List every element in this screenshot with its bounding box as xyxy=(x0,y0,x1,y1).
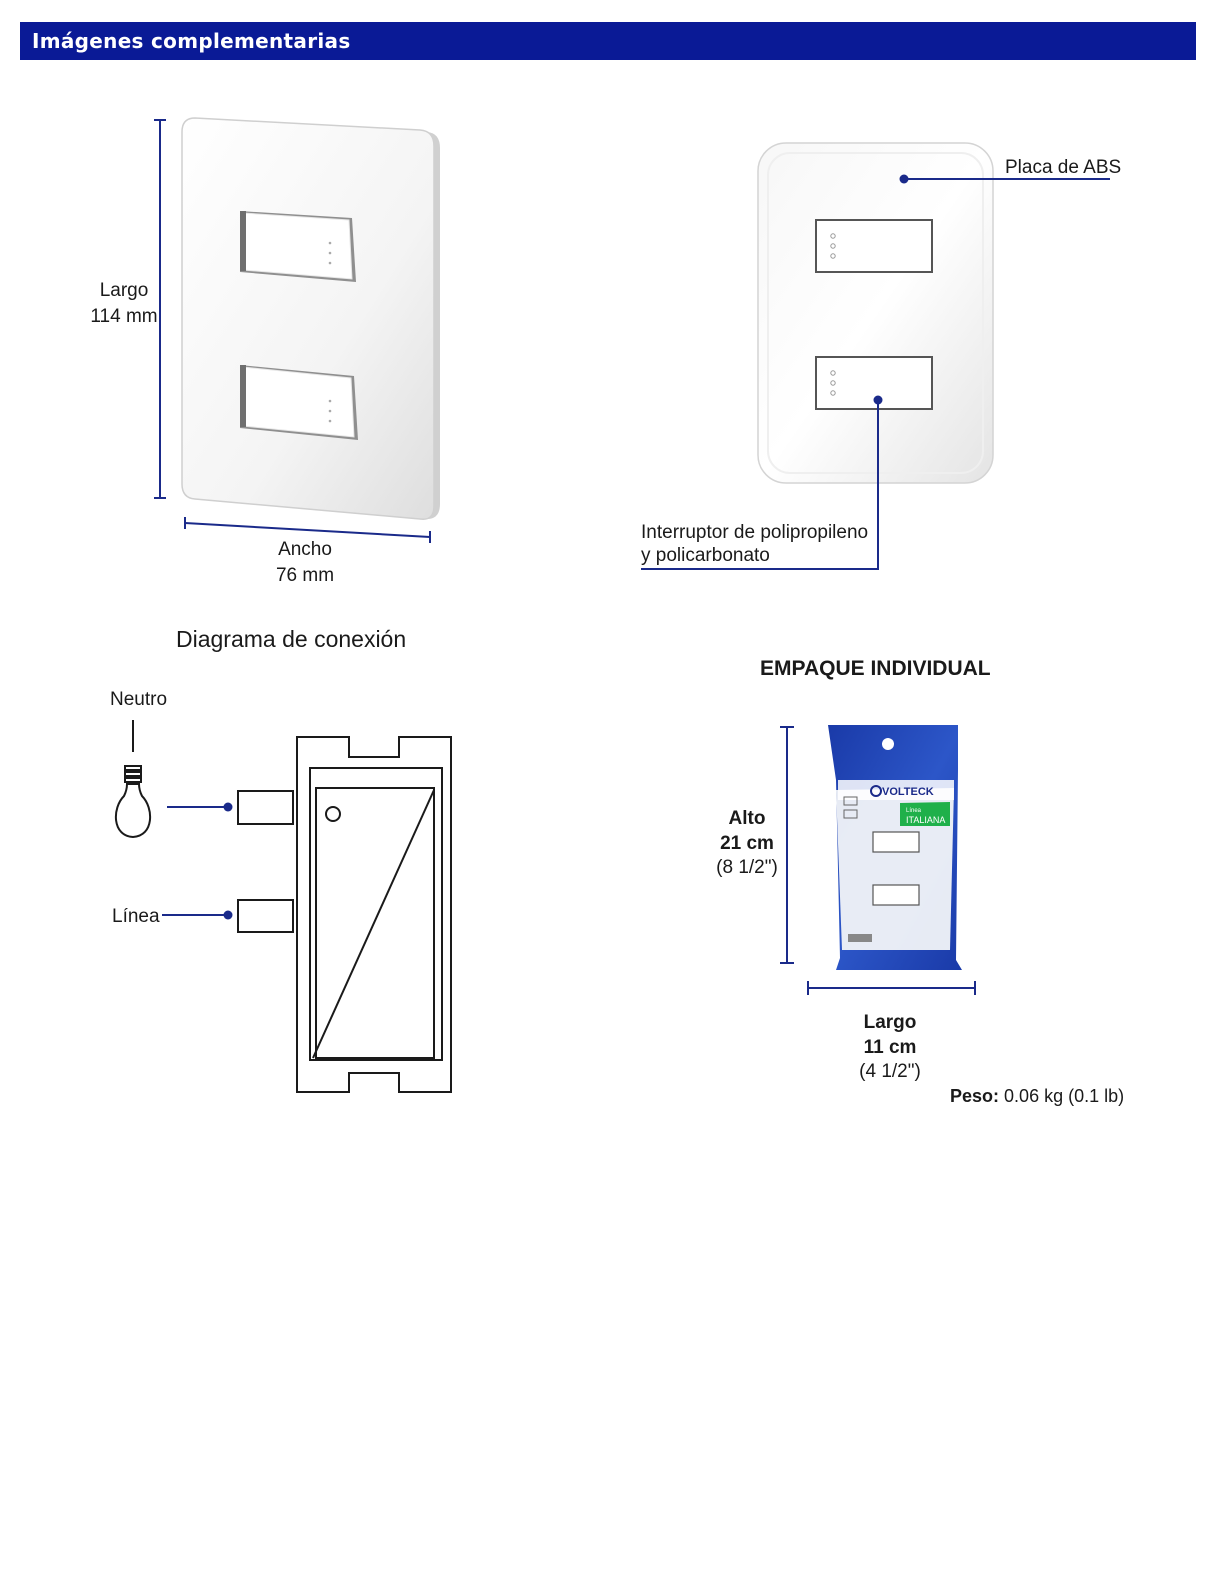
package-height-dimension xyxy=(780,726,794,964)
package-width-dimension xyxy=(807,981,976,995)
package-weight-label: Peso: xyxy=(950,1086,1000,1106)
package-weight-value: 0.06 kg (0.1 lb) xyxy=(1004,1086,1125,1106)
package-image: VOLTECK Línea ITALIANA xyxy=(828,725,962,970)
package-length-value: 11 cm xyxy=(863,1037,917,1058)
package-height-label: Alto xyxy=(728,808,766,829)
line-terminal-dot xyxy=(223,910,233,920)
package-height-inches: (8 1/2") xyxy=(716,857,778,878)
neutral-terminal-dot xyxy=(223,802,233,812)
width-label: Ancho xyxy=(278,539,332,560)
bulb-icon xyxy=(114,765,152,839)
rocker-top xyxy=(240,211,356,282)
package-length-label: Largo xyxy=(863,1012,917,1033)
width-value: 76 mm xyxy=(275,565,335,586)
plate-material-label: Placa de ABS xyxy=(1005,157,1122,178)
header-title: Imágenes complementarias xyxy=(32,29,351,53)
diagram-title: Diagrama de conexión xyxy=(176,626,407,652)
header-bar: Imágenes complementarias xyxy=(20,22,1196,60)
front-rocker-top xyxy=(815,219,933,273)
package-height-value: 21 cm xyxy=(720,833,774,854)
package-line-name: ITALIANA xyxy=(906,815,945,825)
switch-material-line2: y policarbonato xyxy=(641,545,770,566)
rocker-bottom xyxy=(240,365,358,440)
callout-switch xyxy=(641,395,883,570)
switch-plate-perspective xyxy=(181,117,440,520)
line-label: Línea xyxy=(112,906,160,927)
height-dimension-line xyxy=(154,119,166,499)
switch-plate-front xyxy=(757,142,994,484)
front-rocker-bottom xyxy=(815,356,933,410)
package-title: EMPAQUE INDIVIDUAL xyxy=(760,657,991,680)
connection-diagram xyxy=(114,720,452,1093)
package-brand: VOLTECK xyxy=(882,786,934,798)
height-value: 114 mm xyxy=(90,306,158,327)
callout-plate xyxy=(899,174,1110,184)
switch-material-line1: Interruptor de polipropileno xyxy=(641,522,869,543)
package-weight: Peso: 0.06 kg (0.1 lb) xyxy=(950,1083,1124,1109)
package-line-small: Línea xyxy=(906,808,922,814)
height-label: Largo xyxy=(99,280,149,301)
width-dimension-line xyxy=(184,517,431,543)
neutral-label: Neutro xyxy=(110,689,168,710)
package-length-inches: (4 1/2") xyxy=(859,1061,921,1082)
